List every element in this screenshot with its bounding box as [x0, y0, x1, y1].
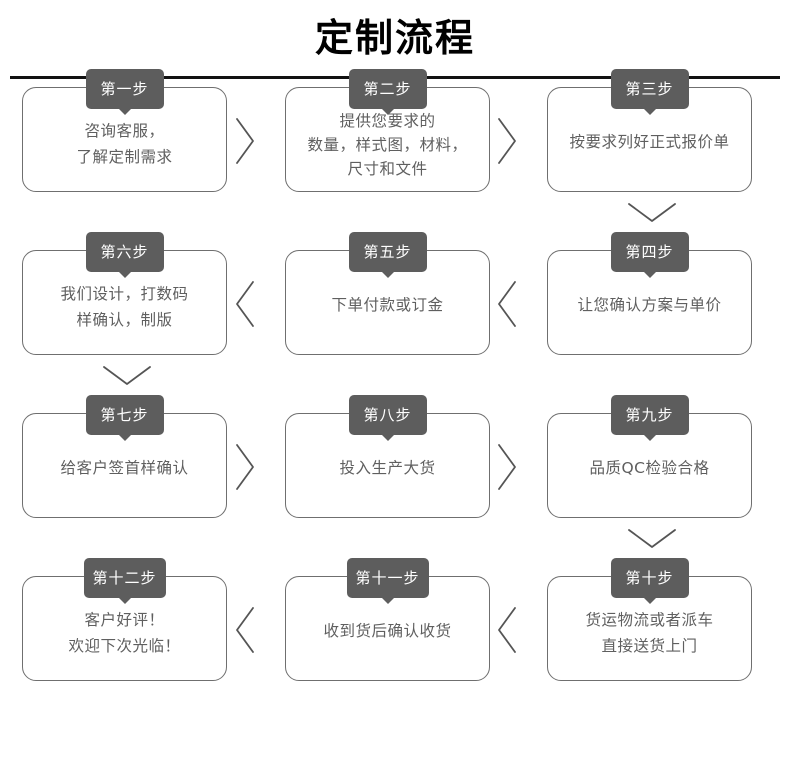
step-card[interactable]: 第一步咨询客服， 了解定制需求: [22, 69, 227, 192]
step-badge: 第九步: [610, 395, 689, 435]
flow-row: 第一步咨询客服， 了解定制需求 第二步提供您要求的数量，样式图，材料， 尺寸和文件 第三…: [0, 69, 790, 250]
step-badge: 第六步: [85, 232, 164, 272]
page-header: 定制流程: [0, 0, 790, 79]
step-card[interactable]: 第九步品质QC检验合格: [547, 395, 752, 518]
page-title: 定制流程: [314, 16, 475, 60]
step-card[interactable]: 第五步下单付款或订金: [285, 232, 490, 355]
chevron-left-icon: [232, 278, 258, 330]
process-flowchart: 第一步咨询客服， 了解定制需求 第二步提供您要求的数量，样式图，材料， 尺寸和文件 第三…: [0, 69, 790, 759]
flow-row: 第七步给客户签首样确认第八步投入生产大货第九步品质QC检验合格: [0, 395, 790, 576]
step-text-line: 投入生产大货: [339, 458, 436, 477]
step-badge: 第四步: [610, 232, 689, 272]
step-text-line: 数量，样式图，材料，: [307, 135, 468, 154]
step-card[interactable]: 第七步给客户签首样确认: [22, 395, 227, 518]
step-card-body: 投入生产大货: [286, 414, 489, 517]
step-card[interactable]: 第三步按要求列好正式报价单: [547, 69, 752, 192]
chevron-left-icon: [494, 278, 520, 330]
chevron-down-icon: [100, 362, 154, 390]
flow-row: 第十二步客户好评！欢迎下次光临！第十一步收到货后确认收货第十步货运物流或者派车直…: [0, 558, 790, 739]
step-badge: 第二步: [348, 69, 427, 109]
step-card-body: 按要求列好正式报价单: [548, 88, 751, 191]
step-badge: 第十步: [610, 558, 689, 598]
step-text-line: 咨询客服，: [84, 121, 165, 140]
step-card-body: 让您确认方案与单价: [548, 251, 751, 354]
step-badge: 第五步: [348, 232, 427, 272]
step-text-line: 直接送货上门: [601, 636, 698, 655]
chevron-left-icon: [494, 604, 520, 656]
step-card[interactable]: 第六步我们设计，打数码样确认，制版: [22, 232, 227, 355]
step-text-line: 让您确认方案与单价: [577, 295, 722, 314]
flow-row: 第六步我们设计，打数码样确认，制版第五步下单付款或订金第四步让您确认方案与单价: [0, 232, 790, 413]
step-card-body: 客户好评！ 欢迎下次光临！: [23, 577, 226, 680]
step-text-line: 我们设计，打数码: [60, 284, 189, 303]
step-badge: 第一步: [85, 69, 164, 109]
step-card-body: 下单付款或订金: [286, 251, 489, 354]
step-card-body: 收到货后确认收货: [286, 577, 489, 680]
step-card-body: 品质QC检验合格: [548, 414, 751, 517]
chevron-down-icon: [625, 199, 679, 227]
step-card-body: 我们设计，打数码样确认，制版: [23, 251, 226, 354]
step-badge: 第八步: [348, 395, 427, 435]
step-card-body: 货运物流或者派车直接送货上门: [548, 577, 751, 680]
step-card[interactable]: 第十二步客户好评！ 欢迎下次光临！: [22, 558, 227, 681]
step-card[interactable]: 第八步投入生产大货: [285, 395, 490, 518]
chevron-right-icon: [494, 115, 520, 167]
step-card[interactable]: 第十一步收到货后确认收货: [285, 558, 490, 681]
step-card-body: 咨询客服， 了解定制需求: [23, 88, 226, 191]
step-text-line: 货运物流或者派车: [585, 610, 714, 629]
chevron-right-icon: [232, 441, 258, 493]
step-text-line: 客户好评！: [84, 610, 165, 629]
step-text-line: 下单付款或订金: [331, 295, 444, 314]
step-text-line: 样确认，制版: [76, 310, 173, 329]
step-text-line: 品质QC检验合格: [589, 458, 710, 477]
step-card-body: 提供您要求的数量，样式图，材料， 尺寸和文件: [286, 88, 489, 191]
chevron-right-icon: [494, 441, 520, 493]
step-text-line: 了解定制需求: [76, 147, 173, 166]
step-text-line: 欢迎下次光临！: [68, 636, 181, 655]
step-card[interactable]: 第二步提供您要求的数量，样式图，材料， 尺寸和文件: [285, 69, 490, 192]
step-badge: 第十一步: [346, 558, 429, 598]
chevron-right-icon: [232, 115, 258, 167]
step-badge: 第三步: [610, 69, 689, 109]
step-badge: 第七步: [85, 395, 164, 435]
step-text-line: 按要求列好正式报价单: [569, 132, 730, 151]
step-text-line: 收到货后确认收货: [323, 621, 452, 640]
chevron-down-icon: [625, 525, 679, 553]
chevron-left-icon: [232, 604, 258, 656]
step-text-line: 提供您要求的: [339, 111, 436, 130]
step-badge: 第十二步: [83, 558, 166, 598]
step-card[interactable]: 第十步货运物流或者派车直接送货上门: [547, 558, 752, 681]
step-card[interactable]: 第四步让您确认方案与单价: [547, 232, 752, 355]
step-text-line: 给客户签首样确认: [60, 458, 189, 477]
step-text-line: 尺寸和文件: [347, 159, 428, 178]
step-card-body: 给客户签首样确认: [23, 414, 226, 517]
